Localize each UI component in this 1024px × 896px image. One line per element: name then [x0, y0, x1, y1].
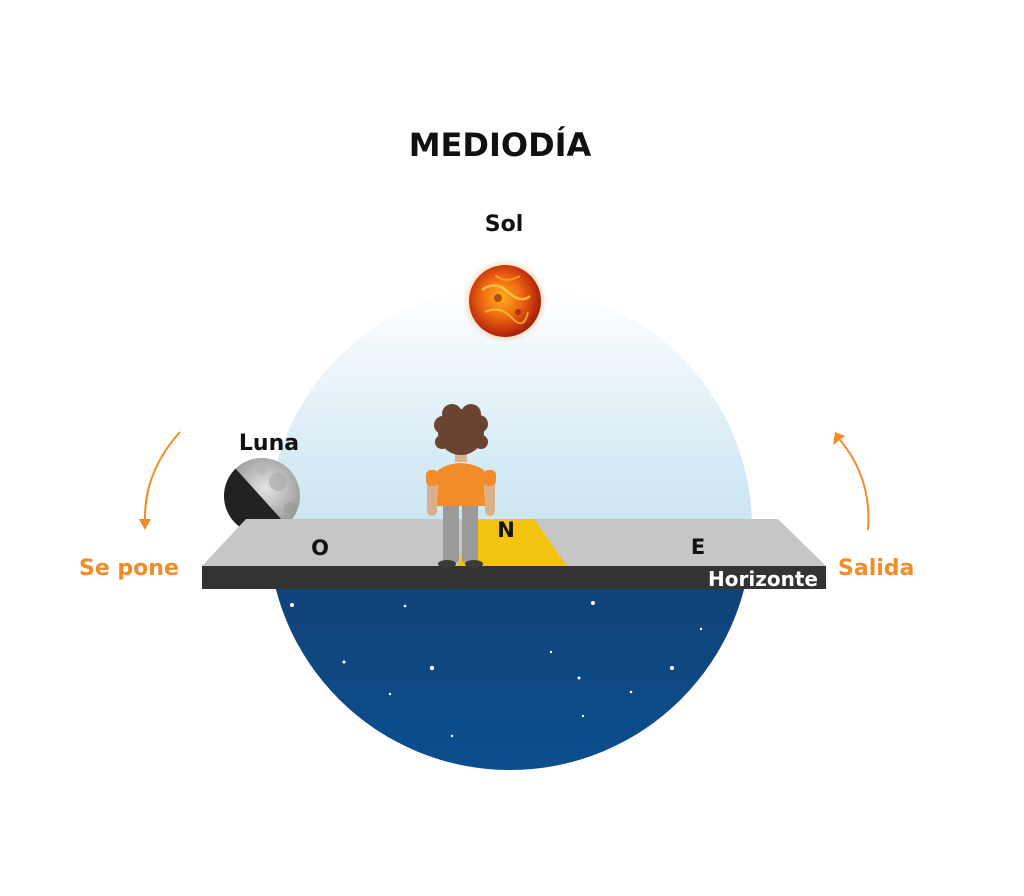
north-marker — [458, 519, 567, 566]
star — [403, 604, 407, 608]
star — [429, 665, 435, 671]
star — [699, 627, 703, 631]
person-icon — [426, 404, 496, 568]
sun-label: Sol — [485, 212, 524, 237]
star — [450, 734, 454, 738]
night-sky — [268, 540, 752, 770]
star — [290, 603, 294, 607]
horizon-label: Horizonte — [708, 567, 818, 591]
page-title: MEDIODÍA — [409, 126, 592, 164]
sky-dome — [268, 286, 752, 770]
direction-north: N — [497, 518, 515, 542]
direction-east: E — [691, 535, 705, 559]
star — [342, 660, 346, 664]
curved-arrow-down-icon — [139, 431, 181, 530]
star — [549, 650, 553, 654]
star — [388, 692, 392, 696]
star — [591, 601, 595, 605]
stars — [290, 601, 703, 738]
star — [670, 666, 674, 670]
day-sky — [268, 286, 752, 540]
rises-label: Salida — [838, 556, 914, 581]
sets-label: Se pone — [79, 556, 179, 581]
star — [581, 714, 585, 718]
star — [577, 676, 581, 680]
moon-label: Luna — [239, 431, 299, 456]
platform-front — [202, 566, 826, 589]
curved-arrow-up-icon — [833, 432, 870, 531]
direction-west: O — [311, 536, 329, 560]
sun-icon — [463, 259, 547, 343]
horizon-platform — [202, 519, 826, 589]
star — [629, 690, 633, 694]
